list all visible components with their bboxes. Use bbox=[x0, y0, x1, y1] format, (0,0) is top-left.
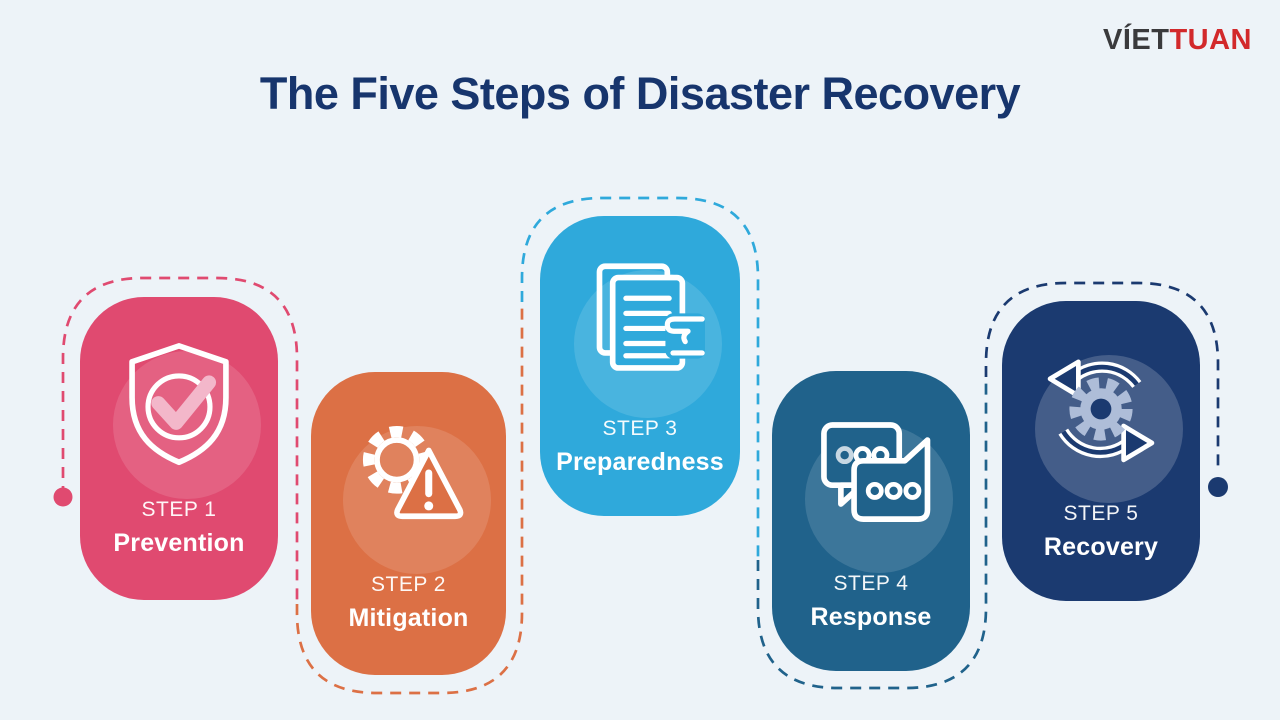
brand-logo: VÍETTUAN bbox=[1103, 24, 1252, 57]
shield-check-icon bbox=[80, 339, 278, 471]
step-card-recovery: STEP 5 Recovery bbox=[1002, 301, 1200, 601]
connector-start-dot bbox=[53, 487, 73, 507]
gear-warning-icon bbox=[311, 414, 506, 532]
documents-hand-icon bbox=[540, 258, 740, 380]
step-number-label: STEP 1 bbox=[141, 498, 217, 521]
step-card-response: STEP 4 Response bbox=[772, 371, 970, 671]
step-number-label: STEP 3 bbox=[602, 417, 678, 440]
gear-cycle-icon bbox=[1002, 343, 1200, 475]
step-number-label: STEP 2 bbox=[371, 573, 446, 596]
step-name-label: Mitigation bbox=[348, 604, 469, 632]
step-number-label: STEP 4 bbox=[833, 572, 909, 595]
step-card-mitigation: STEP 2 Mitigation bbox=[311, 372, 506, 675]
brand-logo-viet: VÍET bbox=[1102, 24, 1170, 56]
step-name-label: Response bbox=[810, 603, 932, 631]
step-card-preparedness: STEP 3 Preparedness bbox=[540, 216, 740, 516]
page-title: The Five Steps of Disaster Recovery bbox=[259, 68, 1021, 119]
step-name-label: Preparedness bbox=[556, 448, 724, 476]
step-card-prevention: STEP 1 Prevention bbox=[80, 297, 278, 600]
connector-end-dot bbox=[1208, 477, 1228, 497]
step-name-label: Recovery bbox=[1043, 533, 1159, 561]
brand-logo-tuan: TUAN bbox=[1169, 24, 1252, 56]
step-name-label: Prevention bbox=[113, 529, 245, 557]
step-number-label: STEP 5 bbox=[1063, 502, 1139, 525]
chat-bubbles-icon bbox=[772, 413, 970, 533]
